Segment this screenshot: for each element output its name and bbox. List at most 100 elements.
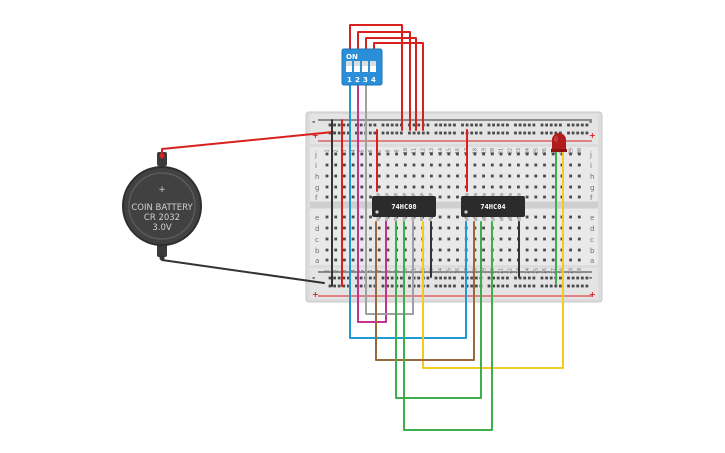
power-rail-hole[interactable] bbox=[412, 131, 416, 135]
power-rail-hole[interactable] bbox=[527, 284, 531, 288]
power-rail-hole[interactable] bbox=[559, 276, 562, 280]
dip-toggle-2[interactable] bbox=[354, 61, 360, 72]
power-rail-hole[interactable] bbox=[576, 284, 580, 288]
power-rail-hole[interactable] bbox=[501, 276, 505, 280]
power-rail-hole[interactable] bbox=[355, 284, 358, 288]
breadboard-hole[interactable] bbox=[334, 152, 338, 156]
power-rail-hole[interactable] bbox=[523, 123, 527, 127]
breadboard-hole[interactable] bbox=[447, 258, 451, 262]
breadboard-hole[interactable] bbox=[325, 185, 329, 189]
power-rail-hole[interactable] bbox=[368, 284, 372, 288]
breadboard-hole[interactable] bbox=[377, 185, 381, 189]
breadboard-hole[interactable] bbox=[334, 174, 338, 178]
breadboard-hole[interactable] bbox=[490, 163, 494, 167]
breadboard-hole[interactable] bbox=[499, 174, 503, 178]
breadboard-hole[interactable] bbox=[343, 237, 346, 241]
breadboard-hole[interactable] bbox=[351, 248, 355, 252]
breadboard-hole[interactable] bbox=[569, 185, 572, 189]
breadboard-hole[interactable] bbox=[351, 237, 355, 241]
breadboard-hole[interactable] bbox=[577, 226, 581, 230]
breadboard-hole[interactable] bbox=[456, 226, 459, 230]
breadboard-hole[interactable] bbox=[473, 152, 477, 156]
breadboard-hole[interactable] bbox=[351, 258, 355, 262]
breadboard-hole[interactable] bbox=[534, 226, 538, 230]
breadboard-hole[interactable] bbox=[543, 185, 546, 189]
breadboard-hole[interactable] bbox=[377, 258, 381, 262]
dip-toggle-3[interactable] bbox=[362, 61, 368, 72]
power-rail-hole[interactable] bbox=[426, 276, 430, 280]
breadboard-hole[interactable] bbox=[543, 258, 546, 262]
breadboard-hole[interactable] bbox=[551, 163, 555, 167]
power-rail-hole[interactable] bbox=[474, 131, 478, 135]
power-rail-hole[interactable] bbox=[347, 123, 350, 127]
breadboard-hole[interactable] bbox=[508, 163, 512, 167]
breadboard-hole[interactable] bbox=[377, 174, 381, 178]
breadboard-hole[interactable] bbox=[325, 174, 329, 178]
breadboard-hole[interactable] bbox=[430, 174, 433, 178]
breadboard-hole[interactable] bbox=[369, 258, 372, 262]
breadboard-hole[interactable] bbox=[569, 226, 572, 230]
power-rail-hole[interactable] bbox=[443, 284, 447, 288]
power-rail-hole[interactable] bbox=[527, 131, 531, 135]
power-rail-hole[interactable] bbox=[501, 123, 505, 127]
breadboard-hole[interactable] bbox=[403, 174, 407, 178]
breadboard-hole[interactable] bbox=[438, 226, 442, 230]
breadboard-hole[interactable] bbox=[386, 185, 390, 189]
power-rail-hole[interactable] bbox=[461, 123, 464, 127]
breadboard-hole[interactable] bbox=[343, 248, 346, 252]
power-rail-hole[interactable] bbox=[381, 276, 385, 280]
power-rail-hole[interactable] bbox=[359, 123, 363, 127]
breadboard-hole[interactable] bbox=[473, 185, 477, 189]
breadboard-hole[interactable] bbox=[482, 258, 485, 262]
breadboard-hole[interactable] bbox=[482, 174, 485, 178]
breadboard-hole[interactable] bbox=[551, 226, 555, 230]
power-rail-hole[interactable] bbox=[453, 276, 456, 280]
breadboard-hole[interactable] bbox=[395, 174, 398, 178]
breadboard-hole[interactable] bbox=[403, 163, 407, 167]
power-rail-hole[interactable] bbox=[559, 131, 562, 135]
breadboard-hole[interactable] bbox=[551, 195, 555, 199]
power-rail-hole[interactable] bbox=[355, 131, 358, 135]
power-rail-hole[interactable] bbox=[337, 123, 341, 127]
breadboard-hole[interactable] bbox=[369, 163, 372, 167]
breadboard-hole[interactable] bbox=[577, 174, 581, 178]
breadboard-hole[interactable] bbox=[325, 163, 329, 167]
power-rail-hole[interactable] bbox=[501, 131, 505, 135]
power-rail-hole[interactable] bbox=[545, 276, 548, 280]
breadboard-hole[interactable] bbox=[369, 237, 372, 241]
breadboard-hole[interactable] bbox=[577, 163, 581, 167]
power-rail-hole[interactable] bbox=[523, 276, 527, 280]
breadboard-hole[interactable] bbox=[386, 237, 390, 241]
wire-battery-positive[interactable] bbox=[161, 131, 334, 155]
power-rail-hole[interactable] bbox=[518, 276, 522, 280]
breadboard-hole[interactable] bbox=[421, 174, 425, 178]
breadboard-hole[interactable] bbox=[403, 237, 407, 241]
power-rail-hole[interactable] bbox=[479, 123, 483, 127]
breadboard-hole[interactable] bbox=[325, 195, 329, 199]
breadboard-hole[interactable] bbox=[325, 226, 329, 230]
breadboard-hole[interactable] bbox=[430, 185, 433, 189]
breadboard-hole[interactable] bbox=[543, 152, 546, 156]
breadboard-hole[interactable] bbox=[482, 152, 485, 156]
wire-dip-red-3[interactable] bbox=[365, 37, 417, 131]
breadboard-hole[interactable] bbox=[577, 258, 581, 262]
breadboard-hole[interactable] bbox=[325, 237, 329, 241]
breadboard-hole[interactable] bbox=[577, 195, 581, 199]
breadboard-hole[interactable] bbox=[560, 163, 564, 167]
power-rail-hole[interactable] bbox=[408, 131, 411, 135]
power-rail-hole[interactable] bbox=[470, 123, 474, 127]
power-rail-hole[interactable] bbox=[448, 123, 452, 127]
dip-toggle-1[interactable] bbox=[346, 61, 352, 72]
power-rail-hole[interactable] bbox=[580, 131, 584, 135]
breadboard-hole[interactable] bbox=[551, 185, 555, 189]
breadboard-hole[interactable] bbox=[438, 258, 442, 262]
power-rail-hole[interactable] bbox=[487, 276, 491, 280]
breadboard-hole[interactable] bbox=[403, 152, 407, 156]
breadboard-hole[interactable] bbox=[543, 248, 546, 252]
breadboard-hole[interactable] bbox=[508, 152, 512, 156]
breadboard-hole[interactable] bbox=[377, 152, 381, 156]
breadboard-hole[interactable] bbox=[560, 174, 564, 178]
breadboard-hole[interactable] bbox=[343, 185, 346, 189]
power-rail-hole[interactable] bbox=[514, 131, 517, 135]
power-rail-hole[interactable] bbox=[532, 131, 536, 135]
